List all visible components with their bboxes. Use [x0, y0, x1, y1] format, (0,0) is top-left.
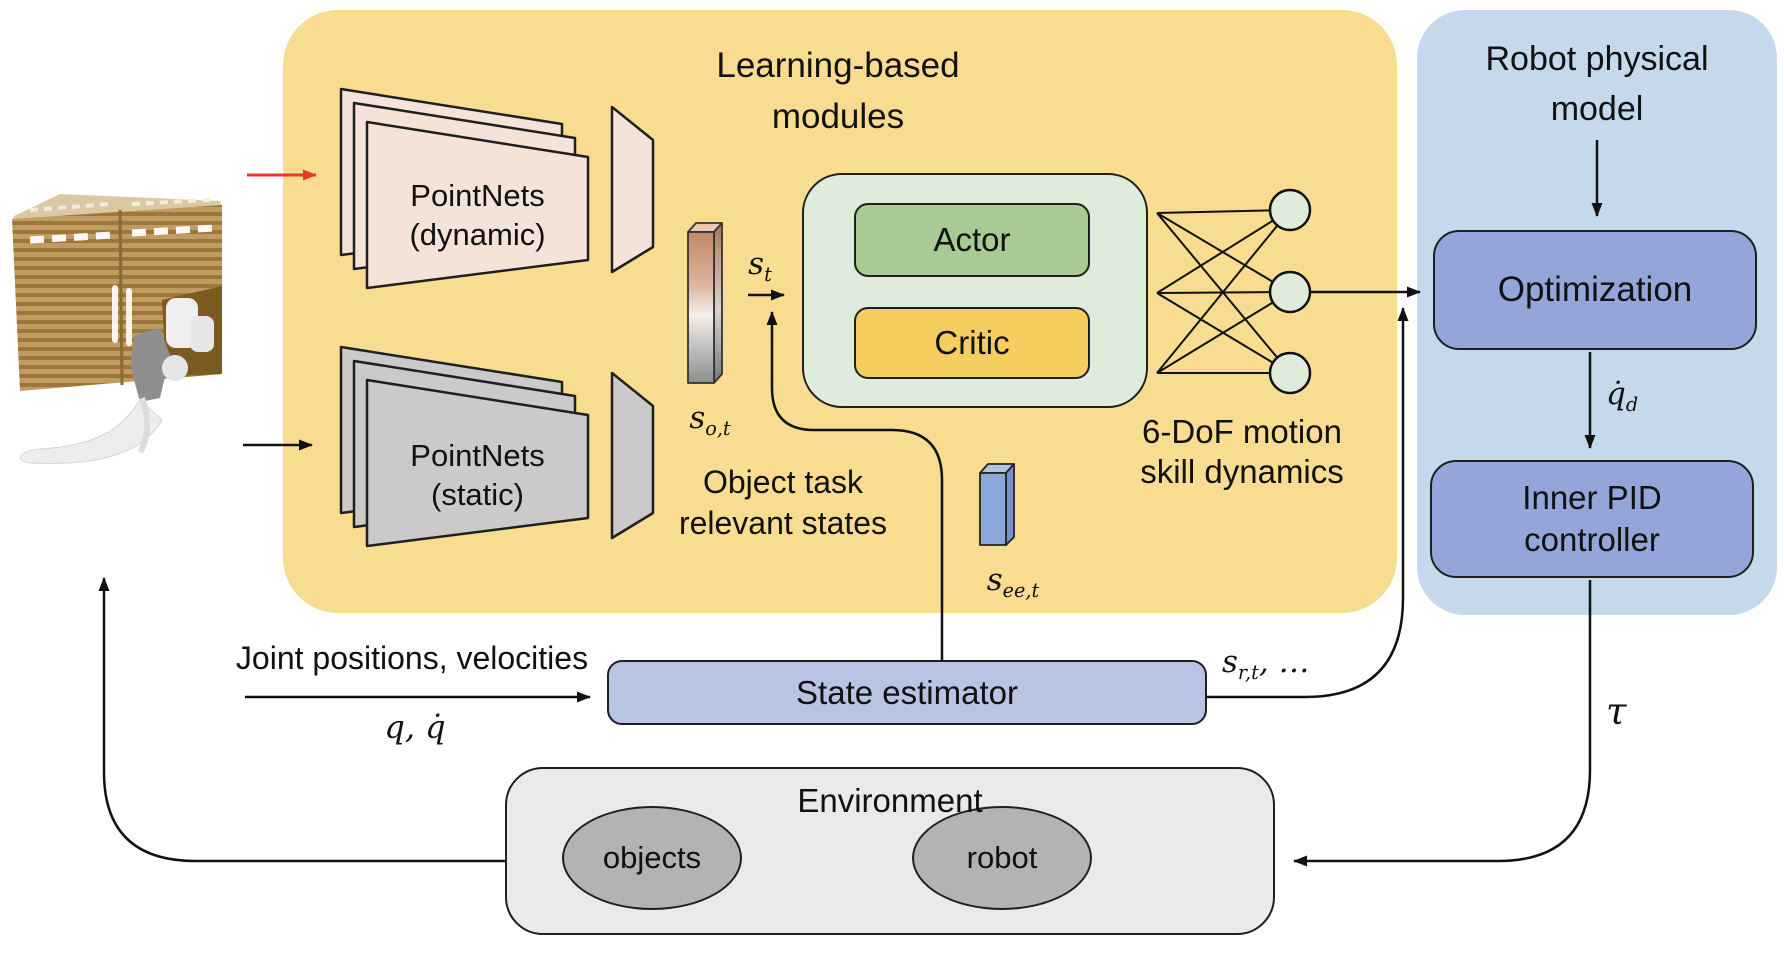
learning-panel-title: Learning-based modules	[716, 46, 960, 136]
pointnets-static-label: PointNets (static)	[410, 438, 545, 512]
pid-to-environment-connector	[1293, 580, 1592, 867]
actor-label: Actor	[933, 221, 1011, 258]
dynamic-encoder-funnel	[610, 105, 655, 274]
environment-title: Environment	[797, 782, 983, 819]
critic-label: Critic	[934, 324, 1010, 361]
state-estimator-to-policy-connector	[766, 311, 944, 660]
q-qdot-label: q, q̇	[384, 708, 446, 746]
s-o-t-label: so,t	[689, 400, 731, 441]
environment-objects-ellipse: objects	[562, 806, 742, 910]
tau-label: τ	[1606, 690, 1627, 733]
s-ee-t-label: see,t	[986, 562, 1040, 603]
ee-state-bar	[979, 463, 1015, 546]
actor-box: Actor	[854, 203, 1090, 277]
critic-box: Critic	[854, 307, 1090, 379]
six-dof-label: 6-DoF motion skill dynamics	[1140, 413, 1344, 490]
inner-pid-box: Inner PID controller	[1430, 460, 1754, 578]
pointnets-dynamic-stack	[339, 87, 590, 290]
static-encoder-funnel	[610, 371, 655, 540]
s-r-t-label: sr,t, …	[1222, 644, 1310, 685]
s-t-label: st	[748, 246, 772, 287]
skill-dynamics-network	[1156, 188, 1312, 395]
object-states-label: Object task relevant states	[678, 464, 888, 541]
point-cloud-image	[12, 194, 222, 464]
optimization-box: Optimization	[1433, 230, 1757, 350]
environment-robot-ellipse: robot	[912, 806, 1092, 910]
object-state-bar	[687, 222, 723, 384]
robot-model-title: Robot physical model	[1485, 40, 1709, 128]
state-estimator-to-optimization-connector	[1207, 307, 1409, 699]
joint-positions-label: Joint positions, velocities	[235, 640, 589, 676]
pointnets-dynamic-label: PointNets (dynamic)	[409, 178, 546, 252]
pointnets-static-stack	[339, 345, 590, 548]
optimization-label: Optimization	[1497, 270, 1693, 309]
state-estimator-label: State estimator	[796, 673, 1018, 711]
qdot-d-label: q̇d	[1606, 376, 1639, 417]
environment-to-pointcloud-connector	[98, 577, 507, 863]
inner-pid-label: Inner PID controller	[1522, 479, 1662, 558]
objects-label: objects	[602, 840, 702, 875]
state-estimator-box: State estimator	[607, 660, 1207, 725]
robot-label: robot	[966, 840, 1038, 875]
